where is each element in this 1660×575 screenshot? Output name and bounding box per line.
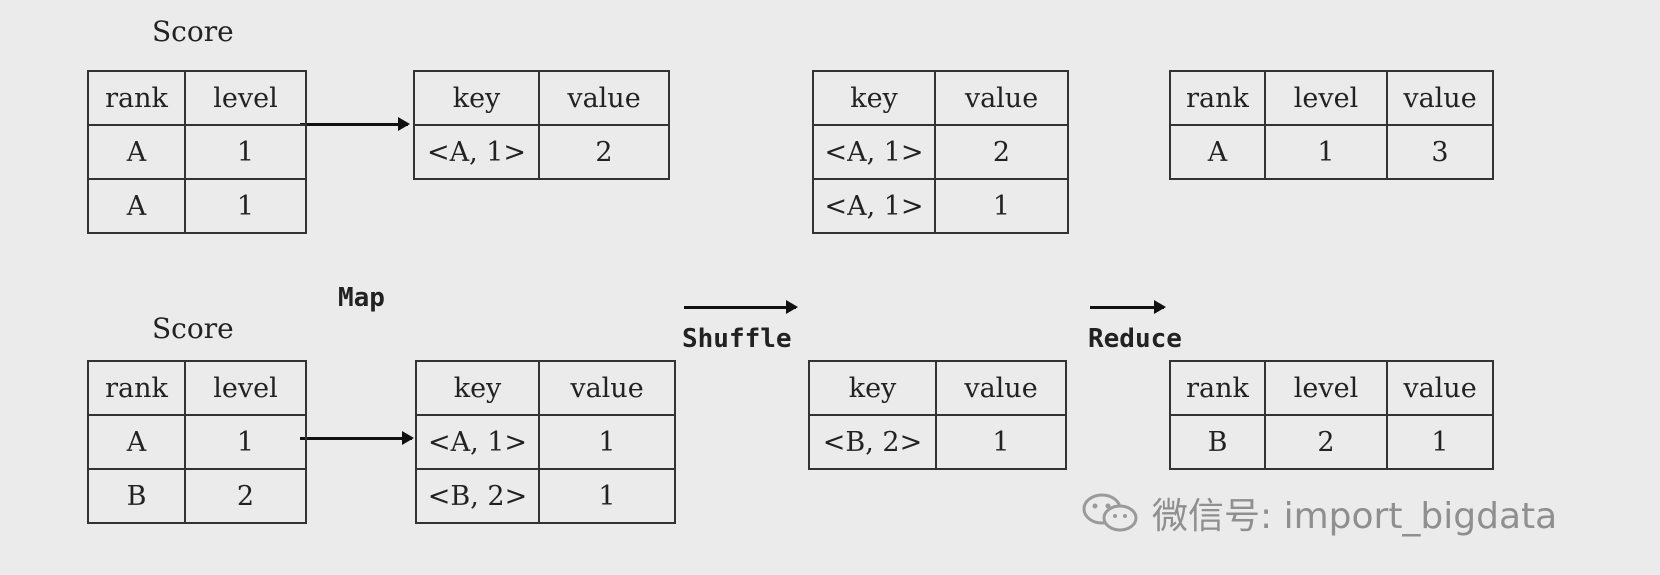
table-header-cell: key bbox=[415, 360, 540, 416]
map-label: Map bbox=[338, 283, 385, 313]
table-header-cell: rank bbox=[1169, 70, 1266, 126]
table-header-cell: value bbox=[538, 70, 670, 126]
table-cell: 2 bbox=[934, 124, 1069, 180]
table-header-cell: key bbox=[812, 70, 936, 126]
table-row: <B, 2>1 bbox=[808, 414, 1067, 470]
table-cell: 3 bbox=[1386, 124, 1494, 180]
table-row: <A, 1>2 bbox=[812, 124, 1069, 180]
table-cell: 2 bbox=[1264, 414, 1388, 470]
table-header-cell: level bbox=[1264, 360, 1388, 416]
table-cell: A bbox=[87, 178, 186, 234]
table-header-cell: level bbox=[1264, 70, 1388, 126]
watermark-text: 微信号: import_bigdata bbox=[1152, 496, 1558, 537]
table-header-cell: value bbox=[935, 360, 1067, 416]
table-cell: 1 bbox=[538, 414, 676, 470]
table-cell: 2 bbox=[184, 468, 307, 524]
table-cell: <A, 1> bbox=[812, 124, 936, 180]
reduce-label: Reduce bbox=[1088, 324, 1182, 354]
reduce-arrow bbox=[1090, 300, 1166, 314]
table-cell: 1 bbox=[538, 468, 676, 524]
table-row: <B, 2>1 bbox=[415, 468, 676, 524]
table-cell: 1 bbox=[1264, 124, 1388, 180]
table-cell: B bbox=[1169, 414, 1266, 470]
table-cell: 1 bbox=[934, 178, 1069, 234]
table-row: <A, 1>2 bbox=[413, 124, 670, 180]
map-arrow-top bbox=[300, 117, 410, 131]
table-cell: A bbox=[87, 124, 186, 180]
score-label-bottom: Score bbox=[152, 312, 234, 345]
table-header-cell: value bbox=[1386, 360, 1494, 416]
table-cell: 1 bbox=[184, 178, 307, 234]
map-arrow-bottom bbox=[300, 431, 414, 445]
table-header-cell: key bbox=[413, 70, 540, 126]
table-header-cell: rank bbox=[1169, 360, 1266, 416]
table-row: <A, 1>1 bbox=[812, 178, 1069, 234]
table-cell: 1 bbox=[184, 124, 307, 180]
table-cell: B bbox=[87, 468, 186, 524]
table-cell: 1 bbox=[1386, 414, 1494, 470]
table-header-cell: key bbox=[808, 360, 937, 416]
table-header-cell: rank bbox=[87, 360, 186, 416]
table-header-cell: level bbox=[184, 360, 307, 416]
table-cell: A bbox=[1169, 124, 1266, 180]
score-label-top: Score bbox=[152, 15, 234, 48]
table-cell: 2 bbox=[538, 124, 670, 180]
table-header-cell: rank bbox=[87, 70, 186, 126]
table-header-cell: level bbox=[184, 70, 307, 126]
table-cell: A bbox=[87, 414, 186, 470]
table-cell: <A, 1> bbox=[812, 178, 936, 234]
table-cell: <B, 2> bbox=[415, 468, 540, 524]
table-cell: <A, 1> bbox=[413, 124, 540, 180]
watermark: 微信号: import_bigdata bbox=[1080, 487, 1557, 539]
shuffle-arrow bbox=[684, 300, 798, 314]
table-header-cell: value bbox=[538, 360, 676, 416]
table-header-cell: value bbox=[934, 70, 1069, 126]
table-cell: 1 bbox=[935, 414, 1067, 470]
table-cell: <A, 1> bbox=[415, 414, 540, 470]
table-cell: 1 bbox=[184, 414, 307, 470]
shuffle-label: Shuffle bbox=[682, 324, 792, 354]
table-row: <A, 1>1 bbox=[415, 414, 676, 470]
table-cell: <B, 2> bbox=[808, 414, 937, 470]
wechat-icon bbox=[1082, 493, 1138, 532]
table-header-cell: value bbox=[1386, 70, 1494, 126]
